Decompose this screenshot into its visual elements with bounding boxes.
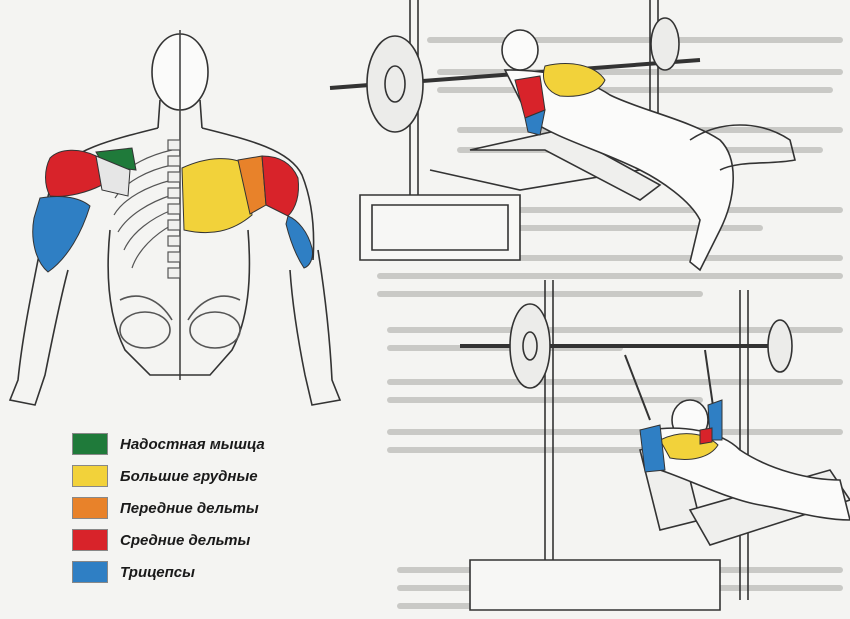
- legend-item-triceps: Трицепсы: [72, 556, 332, 588]
- muscle-legend: Надостная мышца Большие грудные Передние…: [72, 428, 332, 588]
- left-middle-deltoid: [45, 149, 103, 197]
- anatomy-figure: [8, 30, 342, 406]
- legend-label: Передние дельты: [120, 499, 259, 517]
- legend-swatch: [72, 529, 108, 551]
- legend-swatch: [72, 561, 108, 583]
- legend-label: Большие грудные: [120, 467, 258, 485]
- legend-label: Надостная мышца: [120, 435, 265, 453]
- legend-swatch: [72, 497, 108, 519]
- legend-item-supraspinatus: Надостная мышца: [72, 428, 332, 460]
- legend-label: Трицепсы: [120, 563, 195, 581]
- legend-item-pectoralis: Большие грудные: [72, 460, 332, 492]
- right-triceps: [285, 215, 313, 269]
- legend-item-middle-deltoids: Средние дельты: [72, 524, 332, 556]
- left-triceps: [32, 196, 91, 273]
- legend-swatch: [72, 465, 108, 487]
- pectoralis-major: [181, 158, 253, 234]
- muscle-highlights: [32, 147, 313, 273]
- smith-machine-bottom: [460, 280, 850, 611]
- right-middle-deltoid: [261, 155, 299, 217]
- smith-machine-top: [329, 0, 796, 272]
- legend-swatch: [72, 433, 108, 455]
- legend-label: Средние дельты: [120, 531, 251, 549]
- legend-item-anterior-deltoids: Передние дельты: [72, 492, 332, 524]
- left-rear-muscle: [95, 155, 131, 197]
